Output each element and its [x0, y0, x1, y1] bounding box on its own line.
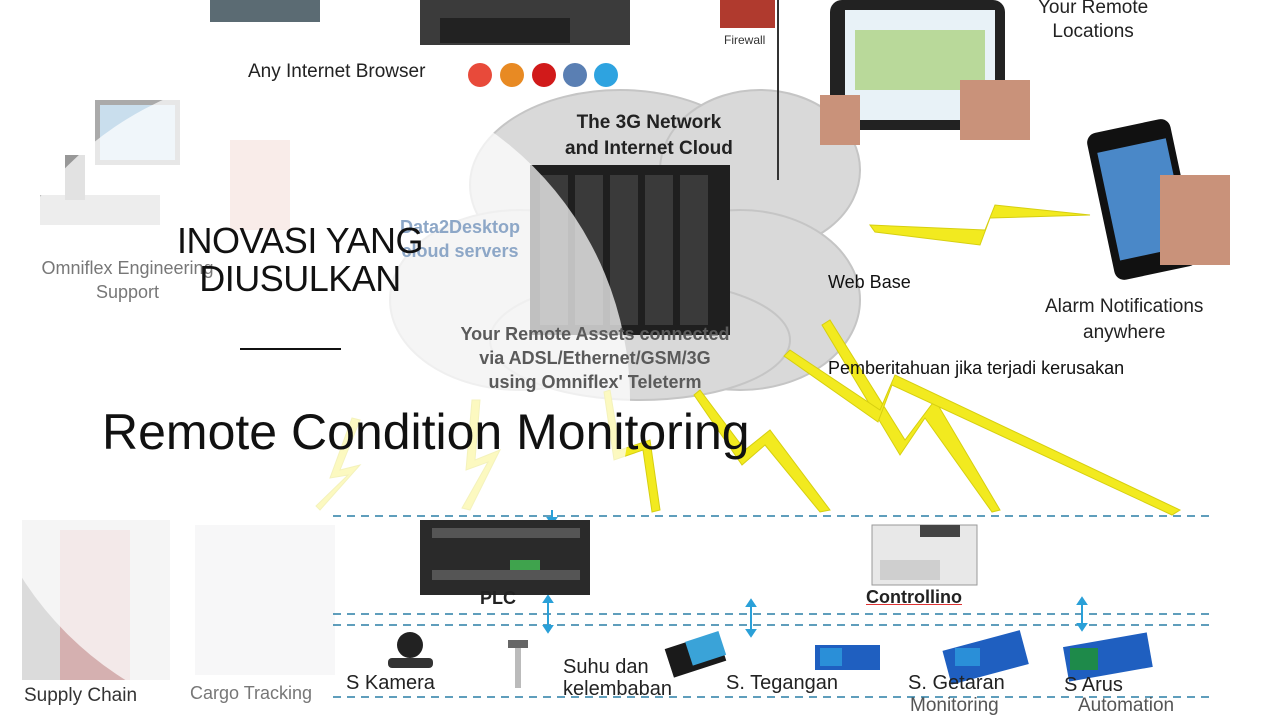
- slide-subtitle: Remote Condition Monitoring: [102, 404, 750, 460]
- cloud-label: The 3G Network and Internet Cloud: [565, 112, 733, 159]
- controllino-device-icon: [871, 524, 978, 586]
- current-sensor-label: S Arus: [1064, 674, 1123, 696]
- voltage-sensor-icon: [815, 645, 880, 670]
- firewall-label: Firewall: [724, 33, 766, 47]
- safari-icon: [563, 63, 587, 87]
- vibration-sensor-icon: [942, 630, 1029, 685]
- opera-icon: [532, 63, 556, 87]
- plc-device-icon: [420, 520, 590, 595]
- servers-label: Data2Desktop cloud servers: [399, 217, 521, 261]
- alert-note: Pemberitahuan jika terjadi kerusakan: [828, 358, 1125, 378]
- title-line-1: INOVASI YANG: [176, 220, 424, 261]
- automation-label: Automation: [1078, 695, 1175, 716]
- camera-sensor-icon: [388, 632, 433, 668]
- connection-arrows: [542, 510, 1088, 638]
- firewall-icon: [720, 0, 779, 180]
- browser-label: Any Internet Browser: [248, 61, 426, 82]
- plc-label: PLC: [480, 588, 516, 608]
- tablet-icon: [820, 0, 1030, 145]
- remote-locations-label: Your Remote Locations: [1038, 0, 1149, 42]
- browser-logos: [468, 63, 618, 87]
- desktop-computer-icon: [210, 0, 630, 45]
- controllino-label: Controllino: [866, 587, 962, 607]
- smartphone-icon: [1087, 119, 1230, 280]
- assets-label: Your Remote Assets connected via ADSL/Et…: [460, 324, 730, 392]
- alarm-label: Alarm Notifications anywhere: [1045, 296, 1204, 343]
- vibration-sensor-label: S. Getaran: [908, 672, 1005, 694]
- voltage-sensor-label: S. Tegangan: [726, 672, 838, 694]
- humidity-sensor-label: Suhu dan kelembaban: [563, 656, 672, 700]
- ie-icon: [594, 63, 618, 87]
- current-sensor-icon: [1063, 632, 1153, 682]
- title-underline: [240, 348, 341, 350]
- dht-sensor-icon: [664, 631, 727, 678]
- dashed-separator-lines: [333, 515, 1215, 698]
- supply-chain-label: Supply Chain: [24, 685, 138, 706]
- firefox-icon: [500, 63, 524, 87]
- cargo-tracking-label: Cargo Tracking: [190, 683, 313, 703]
- slide-title: INOVASI YANG DIUSULKAN: [110, 222, 490, 298]
- camera-sensor-label: S Kamera: [346, 672, 435, 694]
- monitoring-label: Monitoring: [910, 695, 999, 716]
- temperature-probe-icon: [508, 640, 528, 688]
- web-base-note: Web Base: [828, 272, 911, 292]
- title-line-2: DIUSULKAN: [199, 258, 401, 299]
- chrome-icon: [468, 63, 492, 87]
- engineering-support-label: Omniflex Engineering Support: [41, 258, 214, 302]
